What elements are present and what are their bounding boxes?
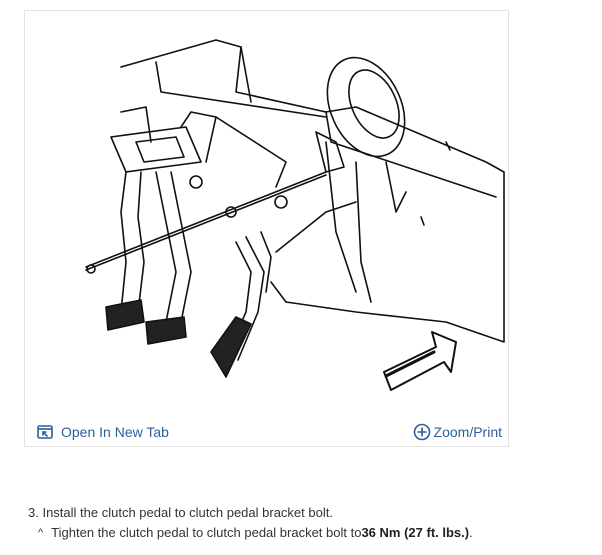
sub-step-suffix: .	[469, 525, 473, 540]
zoom-plus-icon	[413, 423, 430, 441]
clutch-pedal-diagram	[85, 39, 505, 391]
caret-marker: ^	[38, 527, 44, 539]
sub-step-prefix: Tighten the clutch pedal to clutch pedal…	[51, 525, 362, 540]
open-new-tab-icon	[37, 425, 53, 439]
figure-card: Open In New Tab Zoom/Print	[24, 10, 509, 447]
sub-step: ^ Tighten the clutch pedal to clutch ped…	[38, 523, 473, 543]
torque-spec: 36 Nm (27 ft. lbs.)	[361, 525, 470, 540]
open-new-tab-link[interactable]: Open In New Tab	[37, 424, 169, 440]
zoom-print-link[interactable]: Zoom/Print	[413, 423, 502, 441]
figure-toolbar: Open In New Tab Zoom/Print	[25, 418, 508, 446]
open-new-tab-label: Open In New Tab	[61, 424, 169, 440]
instruction-steps: 3. Install the clutch pedal to clutch pe…	[28, 503, 473, 543]
zoom-print-label: Zoom/Print	[433, 424, 502, 440]
step-text: 3. Install the clutch pedal to clutch pe…	[28, 505, 333, 520]
